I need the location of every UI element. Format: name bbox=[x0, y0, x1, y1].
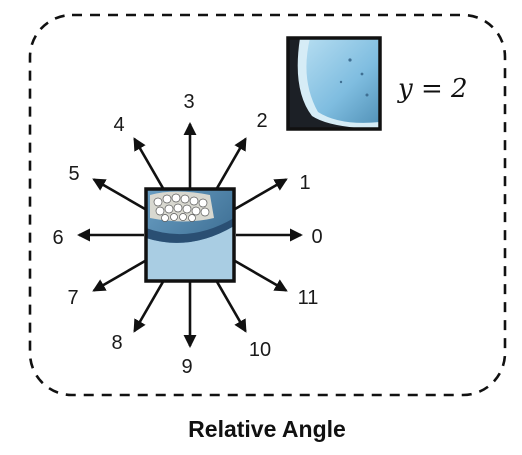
direction-arrow-10 bbox=[211, 274, 247, 333]
direction-arrows bbox=[77, 122, 303, 348]
direction-arrow-11 bbox=[229, 256, 288, 292]
direction-label-0: 0 bbox=[311, 226, 322, 248]
direction-arrow-4 bbox=[133, 137, 169, 196]
center-image-patch bbox=[144, 187, 236, 283]
direction-arrow-7 bbox=[92, 256, 151, 292]
reference-image-patch bbox=[286, 36, 382, 131]
direction-label-6: 6 bbox=[52, 227, 63, 249]
direction-label-1: 1 bbox=[299, 172, 310, 194]
direction-label-7: 7 bbox=[67, 287, 78, 309]
direction-label-9: 9 bbox=[181, 356, 192, 378]
direction-label-2: 2 bbox=[256, 110, 267, 132]
direction-label-10: 10 bbox=[249, 339, 271, 361]
direction-arrow-8 bbox=[133, 274, 169, 333]
dashed-container bbox=[28, 13, 507, 397]
direction-label-11: 11 bbox=[298, 287, 319, 309]
direction-label-3: 3 bbox=[183, 91, 194, 113]
direction-arrow-2 bbox=[211, 137, 247, 196]
direction-arrow-1 bbox=[229, 178, 288, 214]
direction-label-4: 4 bbox=[113, 114, 124, 136]
direction-arrow-5 bbox=[92, 178, 151, 214]
direction-label-5: 5 bbox=[68, 163, 79, 185]
direction-labels: 0 1 2 3 4 5 6 7 8 9 10 11 bbox=[52, 91, 322, 378]
direction-label-8: 8 bbox=[111, 332, 122, 354]
y-label: y = 2 bbox=[397, 74, 468, 104]
caption: Relative Angle bbox=[188, 416, 346, 442]
